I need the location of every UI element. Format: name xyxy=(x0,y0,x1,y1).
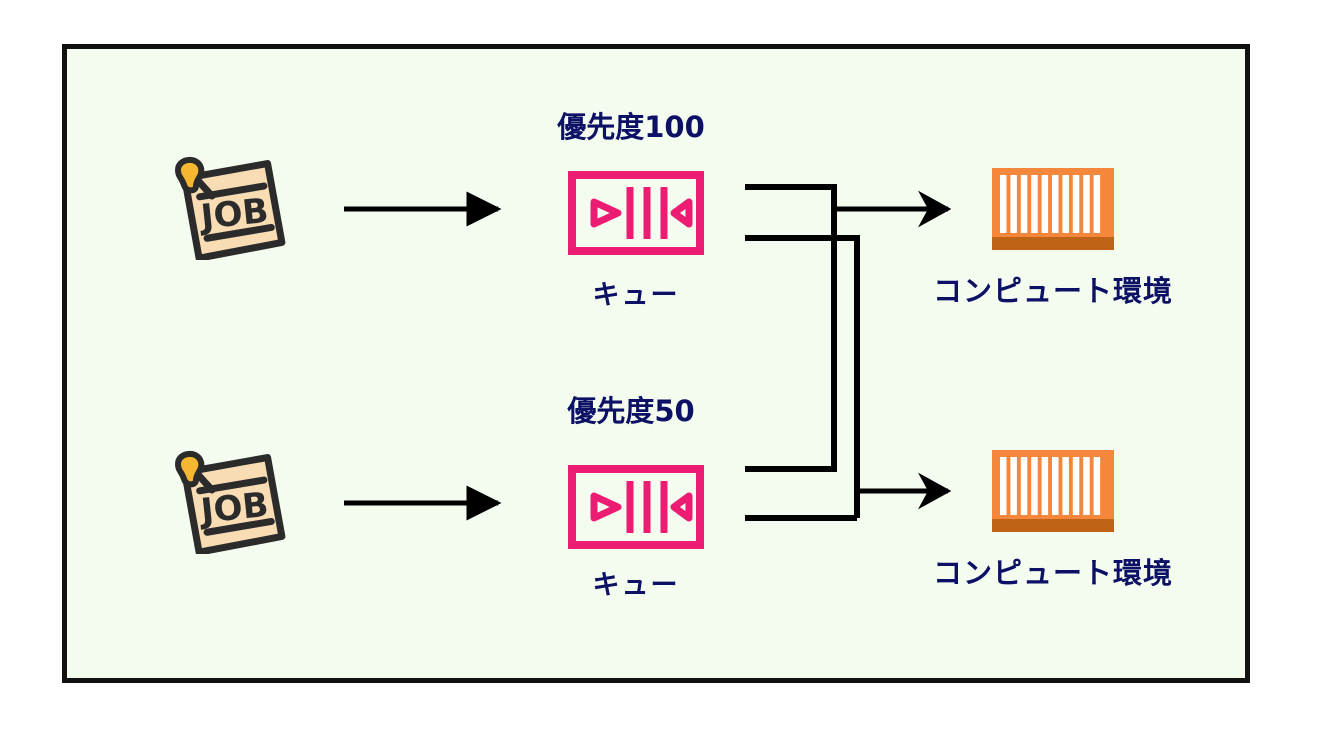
queue-label-low: キュー xyxy=(592,570,680,601)
priority-label-high: 優先度100 xyxy=(557,110,705,144)
compute-icon-high[interactable] xyxy=(992,168,1114,254)
priority-label-low: 優先度50 xyxy=(567,394,695,428)
pushpin-icon xyxy=(175,451,216,494)
queue-icon-low[interactable] xyxy=(568,465,704,553)
job-icon-high[interactable]: JOB xyxy=(168,148,286,264)
compute-icon-low[interactable] xyxy=(992,450,1114,536)
svg-text:JOB: JOB xyxy=(197,485,270,532)
compute-label-low: コンピュート環境 xyxy=(932,556,1173,590)
job-icon-low[interactable]: JOB xyxy=(168,442,286,558)
diagram-panel xyxy=(62,44,1250,683)
pushpin-icon xyxy=(175,157,216,200)
compute-label-high: コンピュート環境 xyxy=(932,274,1173,308)
svg-text:JOB: JOB xyxy=(197,191,270,238)
queue-icon-high[interactable] xyxy=(568,171,704,259)
queue-label-high: キュー xyxy=(592,280,680,311)
